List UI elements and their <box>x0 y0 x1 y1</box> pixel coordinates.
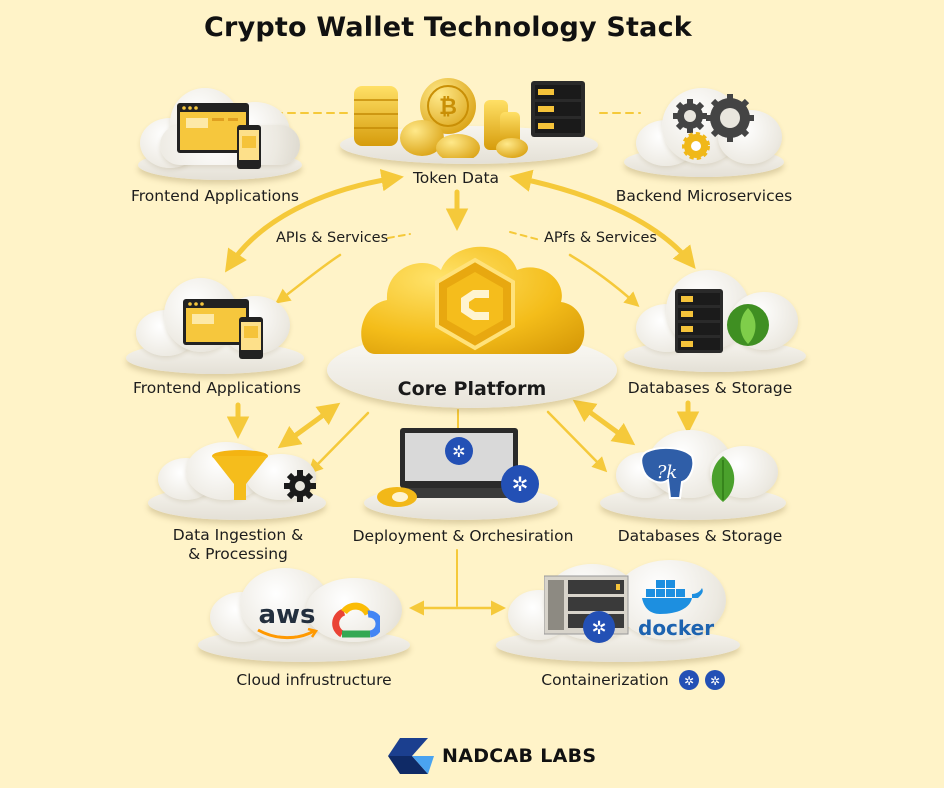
node-frontend-applications-mid[interactable] <box>124 272 309 380</box>
brand-name: NADCAB LABS <box>442 745 597 767</box>
svg-text:✲: ✲ <box>512 472 529 496</box>
google-cloud-icon <box>332 602 380 638</box>
label-core-platform: Core Platform <box>397 378 547 400</box>
svg-text:✲: ✲ <box>710 674 720 688</box>
svg-text:✲: ✲ <box>684 674 694 688</box>
server-rack-icon <box>675 289 723 353</box>
node-deployment-orchestration[interactable]: ✲ ✲ <box>362 424 562 524</box>
postgresql-elephant-icon: ?k <box>640 446 695 499</box>
kubernetes-icon: ✲ <box>501 465 539 503</box>
hexagon-c-logo-icon <box>435 257 515 351</box>
diagram-title: Crypto Wallet Technology Stack <box>204 12 692 43</box>
funnel-icon <box>212 450 316 502</box>
browser-window-icon <box>183 299 249 345</box>
label-data-ingestion-line1: Data Ingestion & <box>172 526 304 544</box>
gear-icon <box>673 94 754 160</box>
gear-icon <box>284 470 316 502</box>
node-token-data[interactable]: ₿ <box>338 68 600 168</box>
edge-label-apis-services-right: APfs & Services <box>544 230 657 246</box>
kubernetes-icon: ✲ <box>445 437 473 465</box>
server-rack-icon <box>531 81 585 137</box>
svg-text:?k: ?k <box>657 462 678 483</box>
svg-text:✲: ✲ <box>591 618 606 639</box>
label-databases-storage-low: Databases & Storage <box>617 527 783 545</box>
kubernetes-icon: ✲ <box>679 670 699 690</box>
label-frontend-applications-mid: Frontend Applications <box>132 379 302 397</box>
label-data-ingestion-line2: & Processing <box>188 545 288 563</box>
kubernetes-icon: ✲ <box>583 611 615 643</box>
label-frontend-applications-top: Frontend Applications <box>130 187 300 205</box>
browser-window-icon <box>177 103 249 153</box>
label-containerization: Containerization <box>541 671 669 689</box>
svg-text:₿: ₿ <box>439 95 457 120</box>
node-databases-storage-low[interactable]: ?k <box>598 428 790 524</box>
label-databases-storage-mid: Databases & Storage <box>627 379 793 397</box>
nadcab-logo-icon <box>388 738 434 774</box>
edge-label-apis-services-left: APIs & Services <box>276 230 389 246</box>
node-databases-storage-mid[interactable] <box>622 266 812 378</box>
node-cloud-infrastructure[interactable]: aws <box>196 568 414 668</box>
aws-logo-icon: aws <box>252 602 322 640</box>
node-containerization[interactable]: ✲ docker <box>494 560 744 668</box>
label-backend-microservices: Backend Microservices <box>615 187 793 205</box>
svg-text:✲: ✲ <box>452 442 465 461</box>
coin-stack-icon: ₿ <box>354 78 528 158</box>
label-cloud-infrastructure: Cloud infrustructure <box>236 671 392 689</box>
node-data-ingestion-processing[interactable] <box>146 442 330 524</box>
smartphone-icon <box>239 317 263 359</box>
mongodb-leaf-icon <box>711 456 735 502</box>
kubernetes-icon: ✲ <box>705 670 725 690</box>
smartphone-icon <box>237 125 261 169</box>
brand-footer: NADCAB LABS <box>388 736 596 776</box>
node-frontend-applications-top[interactable] <box>130 80 310 190</box>
node-core-platform[interactable] <box>325 232 620 412</box>
node-backend-microservices[interactable] <box>622 82 792 187</box>
docker-whale-icon <box>642 580 703 614</box>
docker-wordmark: docker <box>638 616 715 640</box>
aws-wordmark: aws <box>258 600 316 630</box>
mongodb-leaf-icon <box>727 304 769 346</box>
label-deployment-orchestration: Deployment & Orchesiration <box>352 527 574 545</box>
cloud-badge-icon <box>377 487 417 507</box>
core-cloud-icon <box>361 246 585 354</box>
label-token-data: Token Data <box>412 169 500 187</box>
